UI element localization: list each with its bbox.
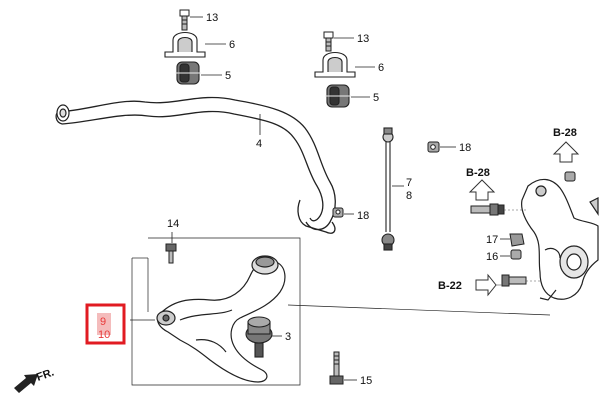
highlight-fill bbox=[97, 313, 111, 335]
rear-bushing-3 bbox=[245, 316, 273, 358]
callout-13-right: 13 bbox=[357, 33, 369, 45]
nut-18-upper bbox=[427, 141, 440, 153]
knuckle-bolt-upper bbox=[470, 203, 505, 216]
right-arrow-icon bbox=[475, 273, 497, 297]
callout-7: 7 bbox=[406, 177, 412, 189]
bushing-5-right bbox=[325, 84, 351, 108]
ref-b22: B-22 bbox=[438, 280, 462, 292]
callout-10: 10 bbox=[98, 329, 110, 341]
steering-knuckle bbox=[521, 178, 599, 301]
bushing-5-left bbox=[175, 61, 201, 85]
up-arrow-icon bbox=[552, 141, 580, 163]
ref-arrow-b28-top[interactable]: B-28 bbox=[552, 127, 580, 163]
callout-6-right: 6 bbox=[378, 62, 384, 74]
front-direction-indicator: FR. bbox=[14, 366, 56, 393]
callout-18-upper: 18 bbox=[459, 142, 471, 154]
callout-4: 4 bbox=[256, 138, 262, 150]
nut-18-lower bbox=[332, 207, 344, 218]
bolt-13-right bbox=[323, 31, 334, 52]
stabilizer-bar bbox=[55, 96, 336, 234]
ref-b28-top: B-28 bbox=[553, 127, 577, 139]
callout-16: 16 bbox=[486, 251, 498, 263]
ref-arrow-b28-left[interactable]: B-28 bbox=[466, 167, 496, 201]
bolt-14 bbox=[165, 243, 177, 264]
lower-arm-frame bbox=[130, 237, 551, 386]
callout-17: 17 bbox=[486, 234, 498, 246]
callout-8: 8 bbox=[406, 190, 412, 202]
callout-18-lower: 18 bbox=[357, 210, 369, 222]
knuckle-nut bbox=[564, 171, 576, 182]
bolt-13-left bbox=[179, 9, 190, 31]
callout-14: 14 bbox=[167, 218, 179, 230]
nut-16 bbox=[510, 249, 522, 260]
ref-b28-left: B-28 bbox=[466, 167, 490, 179]
lower-control-arm bbox=[156, 255, 286, 383]
front-arrow-icon bbox=[14, 374, 38, 393]
up-arrow-icon bbox=[468, 179, 496, 201]
bolt-15 bbox=[329, 351, 344, 385]
bracket-17 bbox=[509, 233, 525, 247]
knuckle-bolt-lower bbox=[501, 274, 527, 287]
highlighted-callout-9-10[interactable]: 9 10 bbox=[85, 303, 126, 345]
callout-3: 3 bbox=[285, 331, 291, 343]
callout-5-left: 5 bbox=[225, 70, 231, 82]
callout-5-right: 5 bbox=[373, 92, 379, 104]
callout-15: 15 bbox=[360, 375, 372, 387]
highlight-box bbox=[85, 303, 126, 345]
callout-6-left: 6 bbox=[229, 39, 235, 51]
bracket-6-right bbox=[314, 51, 356, 78]
callout-9: 9 bbox=[100, 316, 106, 328]
ref-arrow-b22[interactable]: B-22 bbox=[438, 273, 497, 297]
bracket-6-left bbox=[164, 31, 206, 58]
front-label: FR. bbox=[35, 366, 56, 383]
stabilizer-link bbox=[381, 127, 395, 251]
stabilizer-bar-end bbox=[56, 104, 70, 122]
callout-13-left: 13 bbox=[206, 12, 218, 24]
